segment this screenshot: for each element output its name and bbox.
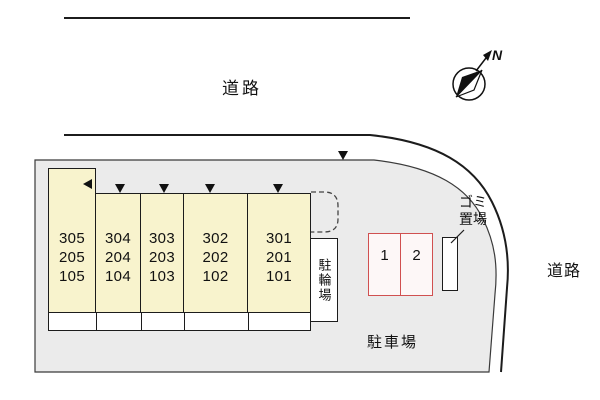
building-unit-105: 305 205 105 [48,168,96,313]
building-unit-103: 303 203 103 [140,193,184,313]
room-number: 101 [266,268,292,285]
room-number: 202 [202,249,229,266]
building-unit-101: 301 201 101 [247,193,311,313]
garbage-area-label: ゴミ 置場 [459,194,487,228]
room-numbers: 305 205 105 [49,229,95,286]
bicycle-parking-label: 駐輪場 [316,257,332,303]
room-number: 102 [202,268,229,285]
strip-divider [96,313,97,330]
room-numbers: 302 202 102 [184,229,247,286]
strip-divider [184,313,185,330]
room-number: 103 [149,268,175,285]
room-number: 203 [149,249,175,266]
strip-divider [248,313,249,330]
building-unit-104: 304 204 104 [95,193,141,313]
parking-lot-label: 駐車場 [367,334,419,351]
parking-space-2: 2 [400,233,433,296]
bicycle-parking-box: 駐輪場 [310,238,338,322]
room-number: 304 [105,230,131,247]
room-number: 104 [105,268,131,285]
room-numbers: 303 203 103 [141,229,183,286]
road-label-top: 道路 [222,79,262,98]
parking-space-number: 1 [380,247,389,264]
garbage-label-line1: ゴミ [459,194,487,210]
room-number: 303 [149,230,175,247]
balcony-strip [48,312,311,331]
room-number: 305 [59,230,85,247]
parking-space-1: 1 [368,233,401,296]
garbage-label-line2: 置場 [459,211,487,227]
room-number: 301 [266,230,292,247]
parking-space-number: 2 [412,247,421,264]
room-number: 204 [105,249,131,266]
room-number: 201 [266,249,292,266]
building-unit-102: 302 202 102 [183,193,248,313]
garbage-area-box [442,237,458,291]
strip-divider [141,313,142,330]
room-number: 302 [202,230,229,247]
room-numbers: 301 201 101 [248,229,310,286]
room-number: 105 [59,268,85,285]
road-label-right: 道路 [547,263,582,280]
room-numbers: 304 204 104 [96,229,140,286]
room-number: 205 [59,249,85,266]
